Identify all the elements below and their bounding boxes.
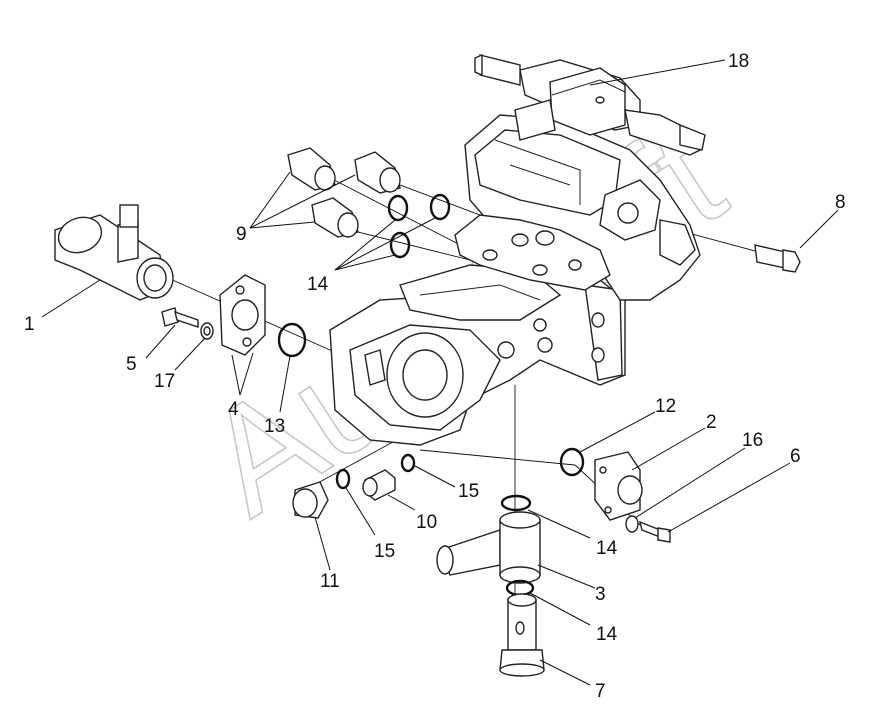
callout-4: 4 (228, 399, 239, 420)
callout-11: 11 (320, 571, 340, 592)
solenoid-valve (474, 53, 706, 156)
part-14-orings-upper (387, 193, 451, 259)
callout-12: 12 (655, 396, 676, 417)
part-2-flange (594, 451, 643, 521)
part-5-bolt (161, 307, 199, 328)
part-10-fitting (362, 469, 396, 501)
callout-14-middle: 14 (596, 538, 618, 559)
callout-6: 6 (790, 446, 801, 467)
part-12-oring (559, 447, 585, 477)
callout-15-right: 15 (458, 481, 479, 502)
callout-18: 18 (728, 51, 749, 72)
part-14-oring-middle (500, 494, 532, 512)
part-3-tee (436, 511, 541, 584)
callout-16: 16 (742, 430, 763, 451)
callout-13: 13 (264, 416, 285, 437)
part-1-tube-tee (54, 204, 174, 301)
callout-17: 17 (154, 371, 175, 392)
part-4-flange (219, 274, 266, 356)
part-11-fitting (292, 481, 329, 519)
callout-9: 9 (236, 224, 247, 245)
callout-3: 3 (595, 584, 606, 605)
control-valve-block (454, 114, 701, 301)
callout-10: 10 (416, 512, 437, 533)
part-15-oring-b (400, 453, 416, 473)
part-6-bolt (638, 520, 671, 543)
callout-14-upper: 14 (307, 274, 329, 295)
callout-8: 8 (835, 192, 846, 213)
callout-labels: 1 2 3 4 5 6 7 8 9 10 11 12 13 14 14 14 1… (24, 51, 846, 702)
part-16-washer (625, 515, 639, 533)
part-8-plug (754, 244, 801, 273)
callout-7: 7 (595, 681, 606, 702)
pump-housing (329, 264, 626, 446)
callout-15-left: 15 (374, 541, 395, 562)
part-9-fittings (287, 147, 401, 238)
callout-2: 2 (706, 412, 717, 433)
callout-5: 5 (126, 354, 137, 375)
part-13-oring (277, 322, 307, 358)
callout-14-lower: 14 (596, 624, 618, 645)
leader-lines (41, 59, 839, 686)
part-15-oring-a (335, 468, 351, 490)
part-7-bolt (499, 593, 545, 677)
part-17-washer (200, 322, 214, 340)
callout-1: 1 (24, 314, 35, 335)
